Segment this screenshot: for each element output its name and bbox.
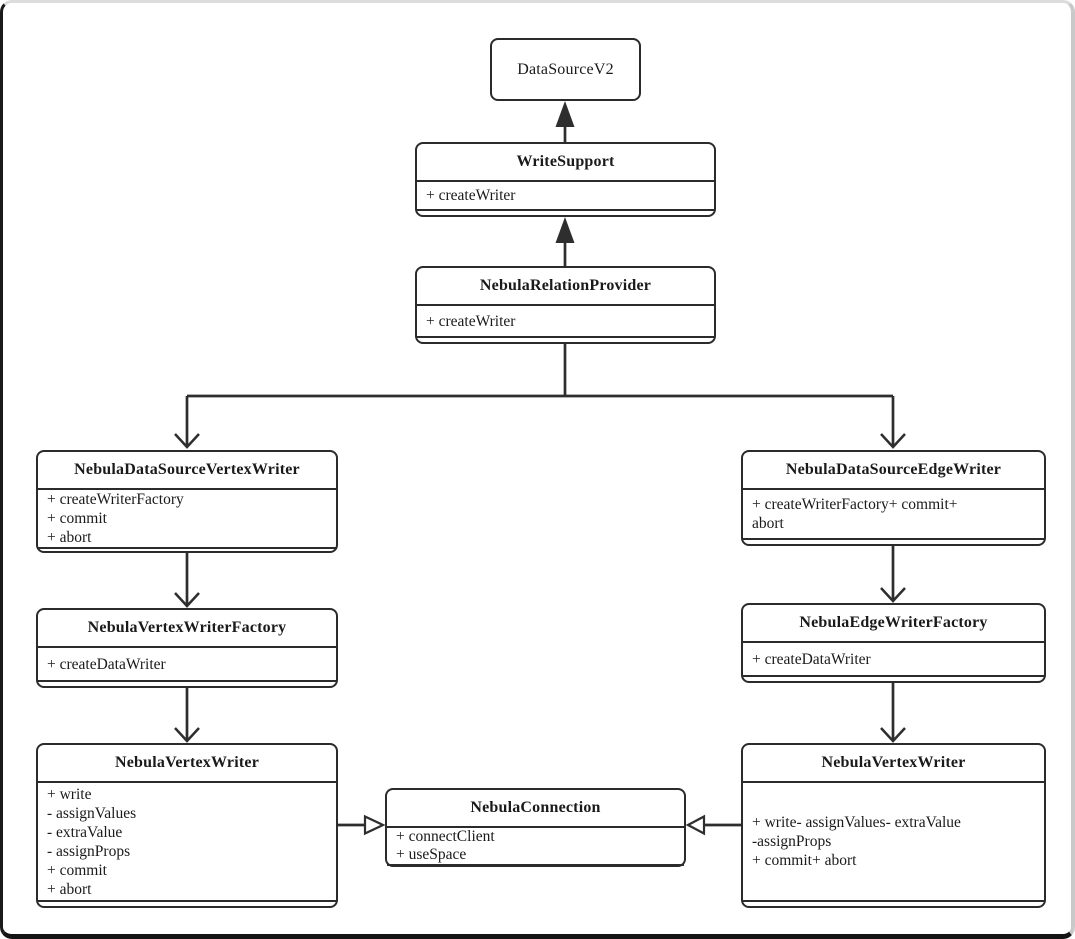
class-box-nebulavertexwriter-right: NebulaVertexWriter + write- assignValues… xyxy=(741,743,1046,908)
open-arrow-icon xyxy=(174,727,200,743)
class-box-nebularelationprovider: NebulaRelationProvider + createWriter xyxy=(415,266,716,344)
class-title: NebulaDataSourceVertexWriter xyxy=(38,452,336,490)
class-title: NebulaVertexWriter xyxy=(743,745,1044,783)
class-attribute: + useSpace xyxy=(396,846,467,863)
class-attributes: + write - assignValues - extraValue - as… xyxy=(38,783,336,902)
class-attribute: abort xyxy=(752,515,784,532)
class-box-datasourcev2: DataSourceV2 xyxy=(490,38,641,101)
class-title: NebulaDataSourceEdgeWriter xyxy=(743,452,1044,490)
class-attribute: + createWriterFactory+ commit+ xyxy=(752,496,958,513)
class-attribute: + commit+ abort xyxy=(752,852,857,869)
class-attribute: + createWriter xyxy=(426,187,516,204)
class-attribute: - assignValues xyxy=(47,804,137,822)
class-box-nebulavertexwriterfactory: NebulaVertexWriterFactory + createDataWr… xyxy=(36,608,338,688)
class-title: NebulaRelationProvider xyxy=(417,268,714,306)
class-title: NebulaEdgeWriterFactory xyxy=(743,605,1044,643)
class-attribute: - extraValue xyxy=(47,823,123,841)
hollow-triangle-icon xyxy=(685,814,706,836)
class-attribute: + connectClient xyxy=(396,828,495,845)
class-attribute: + createDataWriter xyxy=(47,655,166,673)
class-box-nebuladatasourcevertexwriter: NebulaDataSourceVertexWriter + createWri… xyxy=(36,450,338,553)
class-attribute: -assignProps xyxy=(752,833,832,850)
open-arrow-icon xyxy=(880,587,906,603)
class-title: WriteSupport xyxy=(417,144,714,182)
class-attributes: + createWriterFactory + commit + abort xyxy=(38,490,336,549)
open-arrow-icon xyxy=(880,727,906,743)
inheritance-arrow-icon xyxy=(555,101,575,127)
class-attribute: + commit xyxy=(47,861,107,879)
hollow-triangle-icon xyxy=(363,814,386,836)
class-attributes: + createDataWriter xyxy=(38,648,336,682)
class-box-nebuladatasourceedgewriter: NebulaDataSourceEdgeWriter + createWrite… xyxy=(741,450,1046,546)
class-title: NebulaVertexWriter xyxy=(38,745,336,783)
class-attribute: + abort xyxy=(47,529,92,546)
edge-relationprovider-branch xyxy=(185,344,895,445)
class-attribute: + createWriter xyxy=(426,312,516,330)
class-attribute: + write- assignValues- extraValue xyxy=(752,814,961,831)
class-attributes: + write- assignValues- extraValue -assig… xyxy=(743,783,1044,902)
class-title: NebulaVertexWriterFactory xyxy=(38,610,336,648)
class-title: NebulaConnection xyxy=(387,790,684,828)
class-attributes: + connectClient + useSpace xyxy=(387,828,684,866)
class-attributes: + createDataWriter xyxy=(743,643,1044,677)
open-arrow-icon xyxy=(174,592,200,608)
class-box-writesupport: WriteSupport + createWriter xyxy=(415,142,716,217)
class-box-nebulavertexwriter-left: NebulaVertexWriter + write - assignValue… xyxy=(36,743,338,908)
class-attributes: + createWriter xyxy=(417,306,714,338)
class-attribute: + createDataWriter xyxy=(752,650,871,668)
class-attributes: + createWriter xyxy=(417,182,714,211)
class-box-nebulaedgewriterfactory: NebulaEdgeWriterFactory + createDataWrit… xyxy=(741,603,1046,683)
class-attribute: + abort xyxy=(47,880,92,898)
inheritance-arrow-icon xyxy=(555,217,575,243)
class-box-nebulaconnection: NebulaConnection + connectClient + useSp… xyxy=(385,788,686,867)
open-arrow-icon xyxy=(880,433,906,449)
class-attribute: - assignProps xyxy=(47,842,131,860)
class-attribute: + commit xyxy=(47,510,107,527)
open-arrow-icon xyxy=(174,433,200,449)
class-attribute: + write xyxy=(47,785,92,803)
class-title: DataSourceV2 xyxy=(517,60,614,78)
class-attribute: + createWriterFactory xyxy=(47,491,184,508)
class-attributes: + createWriterFactory+ commit+ abort xyxy=(743,490,1044,540)
